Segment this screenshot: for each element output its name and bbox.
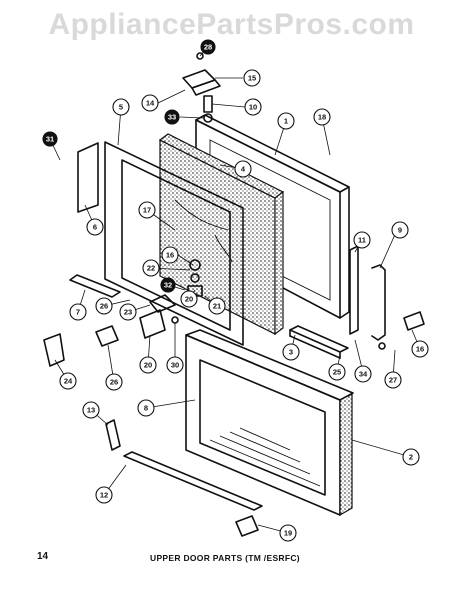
svg-text:24: 24 xyxy=(64,377,73,386)
page-number: 14 xyxy=(37,551,49,562)
svg-text:21: 21 xyxy=(213,302,221,311)
bottom-hinge-bracket xyxy=(105,419,121,451)
callout-26-b: 26 xyxy=(105,373,123,391)
callout-22: 22 xyxy=(142,259,160,277)
svg-text:32: 32 xyxy=(164,281,172,290)
svg-text:9: 9 xyxy=(398,226,402,235)
door-bottom-rail xyxy=(289,325,349,359)
callout-14: 14 xyxy=(141,94,159,112)
callout-4: 4 xyxy=(234,160,252,178)
svg-text:30: 30 xyxy=(171,361,179,370)
callout-5: 5 xyxy=(112,98,130,116)
callout-16-b: 16 xyxy=(411,340,429,358)
svg-text:28: 28 xyxy=(204,43,212,52)
svg-text:23: 23 xyxy=(124,308,132,317)
side-trim-strip xyxy=(77,142,99,213)
svg-text:22: 22 xyxy=(147,264,155,273)
svg-text:26: 26 xyxy=(100,302,108,311)
door-handle-assembly xyxy=(349,245,425,350)
svg-text:26: 26 xyxy=(110,378,118,387)
svg-text:12: 12 xyxy=(100,491,108,500)
svg-text:16: 16 xyxy=(166,251,174,260)
callout-11: 11 xyxy=(353,231,371,249)
svg-text:8: 8 xyxy=(144,404,148,413)
svg-text:5: 5 xyxy=(119,103,123,112)
diagram-caption: UPPER DOOR PARTS (TM /ESRFC) xyxy=(150,553,300,563)
callout-19: 19 xyxy=(279,524,297,542)
svg-text:4: 4 xyxy=(241,165,246,174)
svg-text:15: 15 xyxy=(248,74,256,83)
callout-20-b: 20 xyxy=(139,356,157,374)
callout-3: 3 xyxy=(282,343,300,361)
svg-text:33: 33 xyxy=(168,113,176,122)
callout-23: 23 xyxy=(119,303,137,321)
watermark-text: AppliancePartsPros.com xyxy=(48,8,415,41)
callout-18: 18 xyxy=(313,108,331,126)
svg-text:2: 2 xyxy=(409,453,413,462)
callout-7: 7 xyxy=(69,303,87,321)
svg-text:20: 20 xyxy=(144,361,152,370)
svg-text:3: 3 xyxy=(289,348,293,357)
callout-labels: 28 15 14 10 33 5 1 18 31 4 6 17 11 9 16 … xyxy=(42,39,429,542)
callout-10: 10 xyxy=(244,98,262,116)
retainer-clip xyxy=(235,515,259,537)
callout-16-a: 16 xyxy=(161,246,179,264)
svg-text:7: 7 xyxy=(76,308,80,317)
lower-door-bin xyxy=(185,329,354,516)
callout-8: 8 xyxy=(137,399,155,417)
callout-21: 21 xyxy=(208,297,226,315)
callout-17: 17 xyxy=(138,201,156,219)
callout-30: 30 xyxy=(166,356,184,374)
svg-text:25: 25 xyxy=(333,368,341,377)
callout-25: 25 xyxy=(328,363,346,381)
svg-text:18: 18 xyxy=(318,113,326,122)
svg-text:27: 27 xyxy=(389,376,397,385)
callout-32: 32 xyxy=(160,277,176,293)
callout-2: 2 xyxy=(402,448,420,466)
svg-text:14: 14 xyxy=(146,99,155,108)
svg-text:6: 6 xyxy=(93,223,97,232)
svg-text:11: 11 xyxy=(358,236,366,245)
door-liner-frame xyxy=(104,141,244,346)
svg-text:1: 1 xyxy=(284,117,288,126)
callout-24: 24 xyxy=(59,372,77,390)
callout-9: 9 xyxy=(391,221,409,239)
callout-28: 28 xyxy=(200,39,216,55)
bin-side-trim xyxy=(339,393,353,517)
callout-15: 15 xyxy=(243,69,261,87)
svg-text:20: 20 xyxy=(185,295,193,304)
callout-13: 13 xyxy=(82,401,100,419)
svg-text:16: 16 xyxy=(416,345,424,354)
callout-20-a: 20 xyxy=(180,290,198,308)
svg-text:31: 31 xyxy=(46,135,54,144)
bottom-trim-strip xyxy=(69,274,121,298)
svg-text:19: 19 xyxy=(284,529,292,538)
middle-hinge-assembly xyxy=(43,259,203,367)
svg-text:13: 13 xyxy=(87,406,95,415)
svg-text:10: 10 xyxy=(249,103,257,112)
bottom-kick-strip xyxy=(123,451,263,511)
callout-1: 1 xyxy=(277,112,295,130)
callout-34: 34 xyxy=(354,365,372,383)
callout-6: 6 xyxy=(86,218,104,236)
callout-26-a: 26 xyxy=(95,297,113,315)
callout-12: 12 xyxy=(95,486,113,504)
callout-33: 33 xyxy=(164,109,180,125)
callout-27: 27 xyxy=(384,371,402,389)
svg-text:34: 34 xyxy=(359,370,368,379)
upper-hinge-assembly xyxy=(182,52,221,123)
svg-text:17: 17 xyxy=(143,206,151,215)
callout-31: 31 xyxy=(42,131,58,147)
